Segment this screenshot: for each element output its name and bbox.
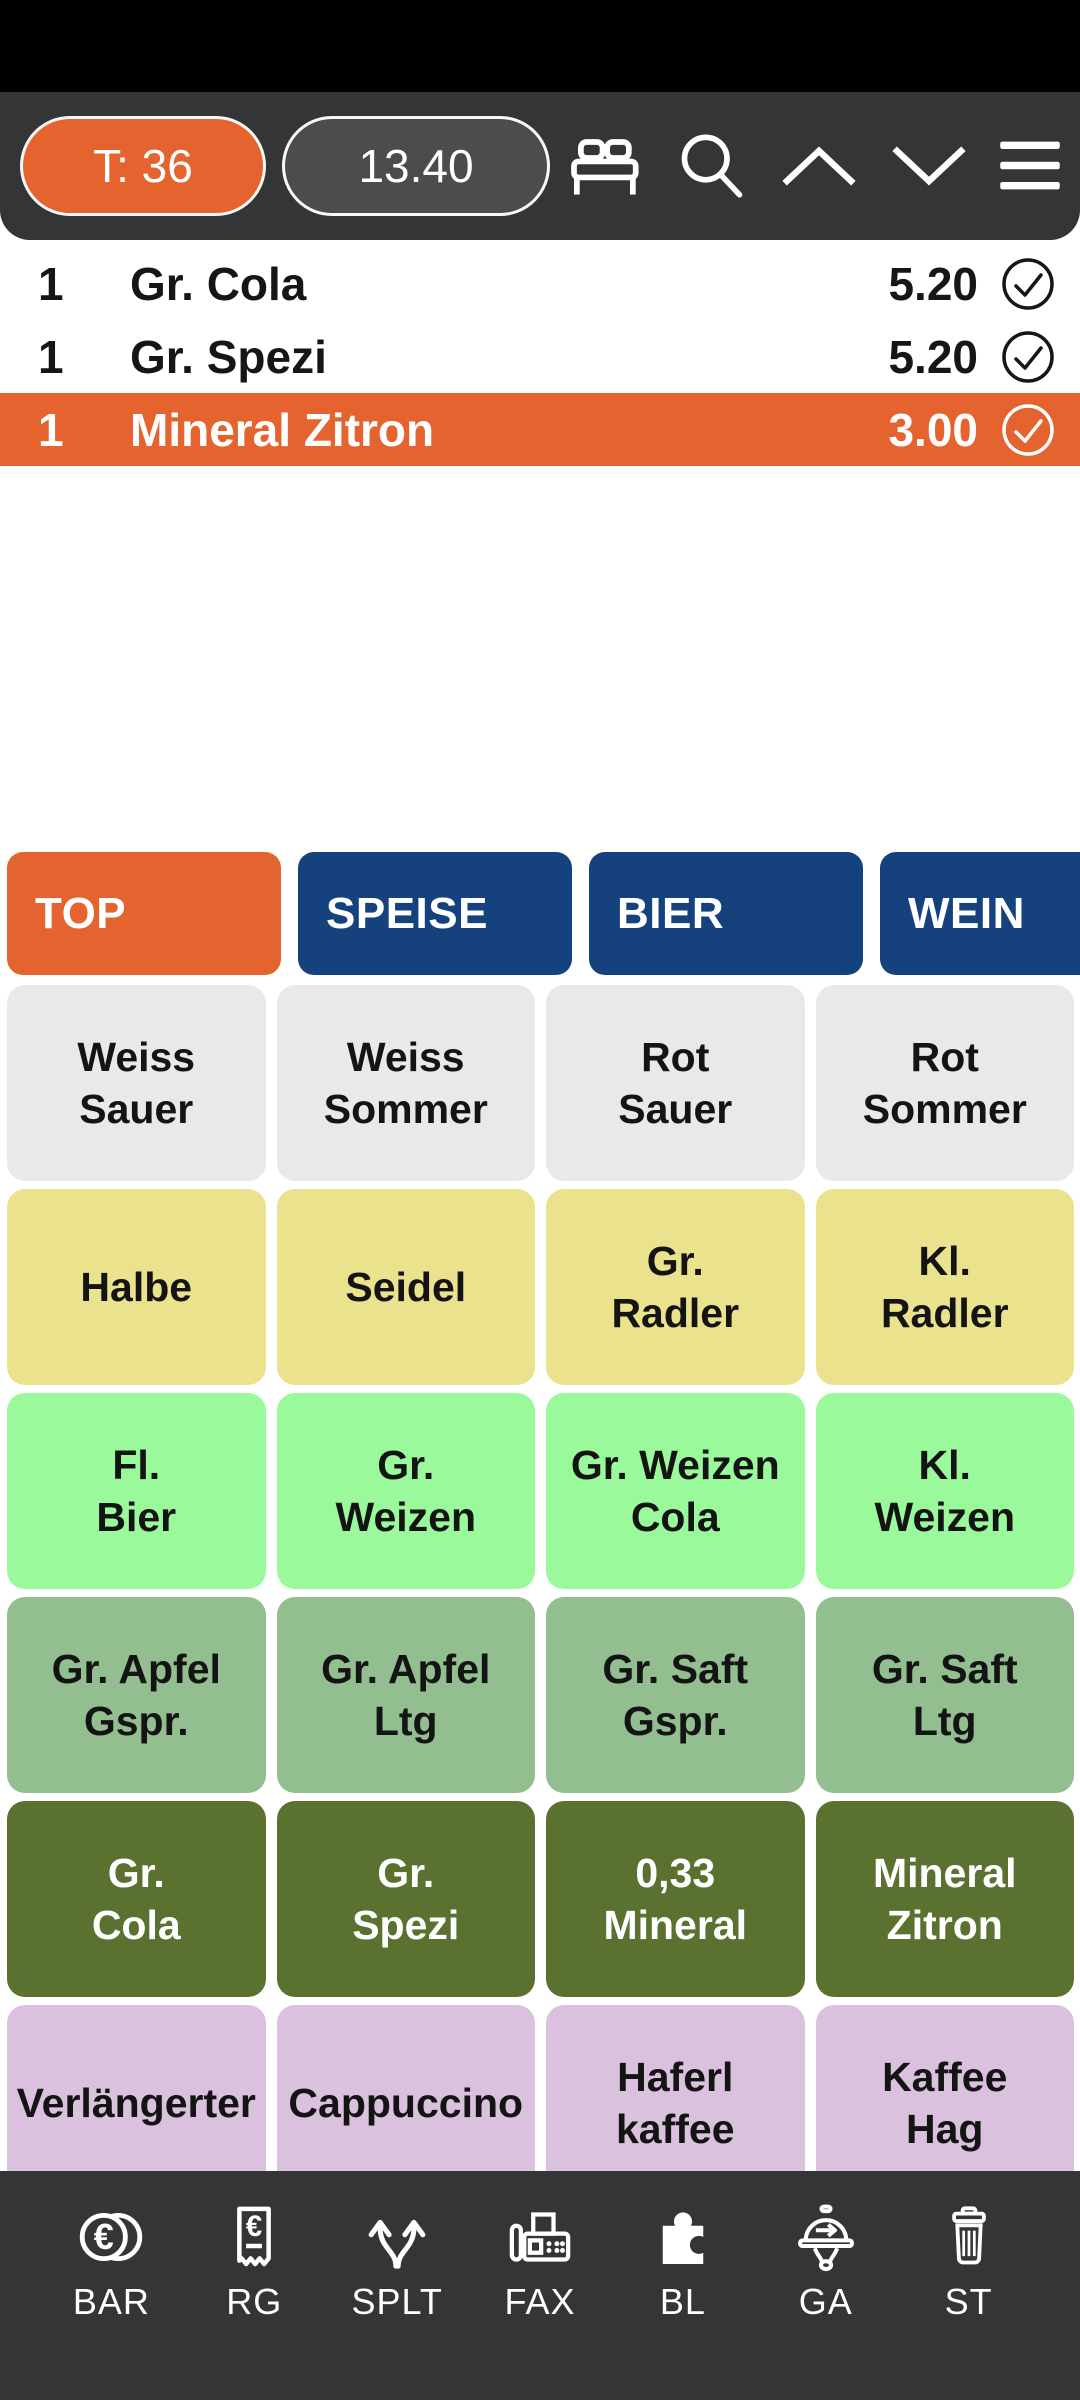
check-circle-icon[interactable] xyxy=(1000,402,1056,458)
toolbar-label: RG xyxy=(226,2281,283,2322)
toolbar-label: BAR xyxy=(72,2281,150,2322)
fax-button[interactable]: FAX xyxy=(469,2201,612,2323)
product-button[interactable]: Kl. Radler xyxy=(815,1189,1074,1385)
order-qty: 1 xyxy=(38,403,64,456)
tab-bier[interactable]: BIER xyxy=(589,852,863,975)
product-button[interactable]: Gr. Radler xyxy=(546,1189,805,1385)
product-button[interactable]: Haferl kaffee xyxy=(546,2005,805,2201)
toolbar-label: GA xyxy=(798,2281,853,2322)
receipt-icon: € xyxy=(218,2201,290,2273)
puzzle-icon xyxy=(647,2201,719,2273)
bottom-toolbar: € BAR € RG SPLT xyxy=(0,2171,1080,2400)
product-button[interactable]: Kaffee Hag xyxy=(815,2005,1074,2201)
svg-text:€: € xyxy=(246,2211,262,2243)
order-row-selected[interactable]: 1 Mineral Zitron 3.00 xyxy=(0,393,1080,466)
bl-button[interactable]: BL xyxy=(611,2201,754,2323)
app-header: T: 36 13.40 xyxy=(0,92,1080,240)
product-button[interactable]: Gr. Spezi xyxy=(276,1801,535,1997)
product-button[interactable]: Gr. Weizen xyxy=(276,1393,535,1589)
product-button[interactable]: Weiss Sommer xyxy=(276,985,535,1181)
order-item-price: 3.00 xyxy=(888,403,978,456)
product-button[interactable]: Gr. Weizen Cola xyxy=(546,1393,805,1589)
order-item-name: Gr. Cola xyxy=(130,257,307,310)
amount-badge[interactable]: 13.40 xyxy=(282,116,550,216)
header-icon-group xyxy=(564,126,1068,206)
product-button[interactable]: Gr. Apfel Ltg xyxy=(276,1597,535,1793)
svg-text:€: € xyxy=(94,2216,114,2257)
product-button[interactable]: Rot Sommer xyxy=(815,985,1074,1181)
product-button[interactable]: Verlängerter xyxy=(7,2005,266,2201)
fax-icon xyxy=(504,2201,576,2273)
search-icon[interactable] xyxy=(672,126,752,206)
status-bar xyxy=(0,0,1080,92)
order-item-price: 5.20 xyxy=(888,257,978,310)
product-button[interactable]: Gr. Apfel Gspr. xyxy=(7,1597,266,1793)
trash-icon xyxy=(935,2201,1003,2273)
split-button[interactable]: SPLT xyxy=(326,2201,469,2323)
bed-icon[interactable] xyxy=(564,134,648,198)
product-button[interactable]: Gr. Saft Gspr. xyxy=(546,1597,805,1793)
table-badge[interactable]: T: 36 xyxy=(20,116,266,216)
order-list: 1 Gr. Cola 5.20 1 Gr. Spezi 5.20 1 Miner… xyxy=(0,247,1080,466)
toolbar-label: FAX xyxy=(504,2281,576,2322)
order-qty: 1 xyxy=(38,257,64,310)
product-button[interactable]: Gr. Cola xyxy=(7,1801,266,1997)
toolbar-label: ST xyxy=(944,2281,993,2322)
ga-button[interactable]: GA xyxy=(754,2201,897,2323)
order-row[interactable]: 1 Gr. Cola 5.20 xyxy=(0,247,1080,320)
product-button[interactable]: Gr. Saft Ltg xyxy=(815,1597,1074,1793)
euro-coin-icon: € xyxy=(72,2201,150,2273)
product-button[interactable]: Rot Sauer xyxy=(546,985,805,1181)
chevron-up-icon[interactable] xyxy=(776,139,862,193)
check-circle-icon[interactable] xyxy=(1000,329,1056,385)
menu-icon[interactable] xyxy=(996,138,1064,194)
product-button[interactable]: Kl. Weizen xyxy=(815,1393,1074,1589)
toolbar-label: BL xyxy=(659,2281,706,2322)
product-button[interactable]: Halbe xyxy=(7,1189,266,1385)
tab-wein[interactable]: WEIN xyxy=(880,852,1080,975)
category-tabs: TOP SPEISE BIER WEIN xyxy=(0,852,1080,975)
rg-button[interactable]: € RG xyxy=(183,2201,326,2323)
product-grid: Weiss Sauer Weiss Sommer Rot Sauer Rot S… xyxy=(0,985,1080,2201)
product-button[interactable]: Cappuccino xyxy=(276,2005,535,2201)
toolbar-label: SPLT xyxy=(351,2281,443,2322)
order-row[interactable]: 1 Gr. Spezi 5.20 xyxy=(0,320,1080,393)
order-item-name: Gr. Spezi xyxy=(130,330,327,383)
product-button[interactable]: Weiss Sauer xyxy=(7,985,266,1181)
product-button[interactable]: 0,33 Mineral xyxy=(546,1801,805,1997)
split-arrows-icon xyxy=(361,2201,433,2273)
chevron-down-icon[interactable] xyxy=(886,139,972,193)
bar-button[interactable]: € BAR xyxy=(40,2201,183,2323)
product-button[interactable]: Fl. Bier xyxy=(7,1393,266,1589)
order-item-price: 5.20 xyxy=(888,330,978,383)
cloche-icon xyxy=(790,2201,862,2273)
product-button[interactable]: Mineral Zitron xyxy=(815,1801,1074,1997)
tab-top[interactable]: TOP xyxy=(7,852,281,975)
check-circle-icon[interactable] xyxy=(1000,256,1056,312)
product-button[interactable]: Seidel xyxy=(276,1189,535,1385)
order-qty: 1 xyxy=(38,330,64,383)
st-button[interactable]: ST xyxy=(897,2201,1040,2323)
order-item-name: Mineral Zitron xyxy=(130,403,435,456)
tab-speise[interactable]: SPEISE xyxy=(298,852,572,975)
